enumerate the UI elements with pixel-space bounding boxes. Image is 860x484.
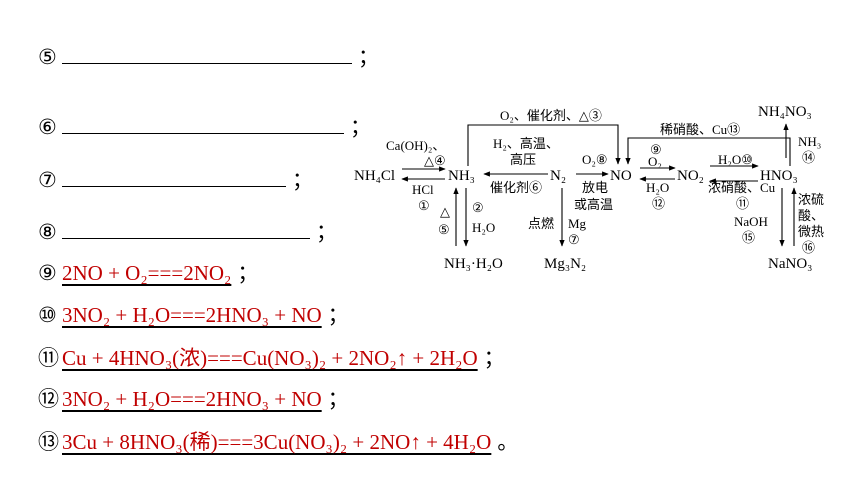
punctuation: ； — [327, 303, 349, 327]
label-circle-15: ⑮ — [742, 230, 755, 245]
label-circle-12: ⑫ — [652, 196, 665, 211]
node-nano3: NaNO₃ — [768, 256, 812, 272]
label-circle-1: ① — [418, 198, 430, 213]
punctuation: ； — [358, 45, 379, 69]
equation-text: 3NO₂ + H₂O===2HNO₃ + NO — [62, 303, 322, 327]
item-number: ⑤ — [38, 45, 57, 69]
label-o2: O₂ — [648, 154, 662, 169]
answer-blank[interactable] — [62, 218, 310, 239]
node-hno3: HNO₃ — [760, 168, 798, 184]
node-nh3: NH₃ — [448, 168, 475, 184]
label-circle-14: ⑭ — [802, 150, 815, 165]
label-delta-5: △ — [440, 204, 450, 219]
label-conc-h2so4-3: 微热 — [798, 224, 824, 239]
item-number: ⑥ — [38, 115, 57, 139]
punctuation: ； — [292, 168, 313, 192]
label-circle-5: ⑤ — [438, 222, 450, 237]
label-h2o-12: H₂O — [646, 180, 669, 195]
node-nh4cl: NH₄Cl — [354, 168, 395, 184]
node-nh4no3: NH₄NO₃ — [758, 104, 812, 120]
answer-blank[interactable] — [62, 43, 352, 64]
label-naoh: NaOH — [734, 214, 768, 229]
label-delta-4: △④ — [424, 153, 446, 168]
item-number: ⑬ — [38, 430, 59, 454]
item-number: ⑧ — [38, 220, 57, 244]
label-circle-7: ⑦ — [568, 232, 580, 247]
label-circle-2: ② — [472, 200, 484, 215]
punctuation: ； — [483, 346, 505, 370]
label-catalyst-6: 催化剂⑥ — [490, 180, 542, 195]
arrow-hno3-to-no — [625, 137, 791, 166]
label-nh3-14: NH₃ — [798, 134, 821, 149]
punctuation: ； — [327, 387, 349, 411]
node-mg3n2: Mg₃N₂ — [544, 256, 586, 272]
punctuation: 。 — [497, 430, 519, 454]
nitrogen-conversion-diagram: NH₄Cl NH₃ N₂ NO NO₂ HNO₃ NH₃·H₂O Mg₃N₂ N… — [354, 104, 824, 272]
node-n2: N₂ — [550, 168, 566, 184]
node-no: NO — [610, 168, 632, 184]
label-caoh2: Ca(OH)₂、 — [386, 138, 445, 153]
label-ignite: 点燃 — [528, 216, 554, 231]
item-number: ⑩ — [38, 303, 57, 327]
label-dilute-hno3-cu: 稀硝酸、Cu⑬ — [660, 122, 740, 137]
item-number: ⑪ — [38, 346, 59, 370]
label-h2o-10: H₂O⑩ — [718, 152, 753, 167]
label-conc-hno3-cu: 浓硝酸、Cu — [708, 180, 776, 195]
label-conc-h2so4-1: 浓硫 — [798, 192, 824, 207]
blank-line-6: ⑥； — [38, 112, 371, 142]
label-high-pressure: 高压 — [510, 152, 536, 167]
label-h2-hightemp: H₂、高温、 — [493, 136, 559, 151]
label-mg: Mg — [568, 216, 587, 231]
equation-text: Cu + 4HNO₃(浓)===Cu(NO₃)₂ + 2NO₂↑ + 2H₂O — [62, 346, 478, 370]
blank-line-8: ⑧； — [38, 217, 337, 247]
label-or-hightemp: 或高温 — [574, 197, 613, 212]
item-number: ⑨ — [38, 261, 57, 285]
label-discharge: 放电 — [582, 180, 608, 195]
blank-line-5: ⑤； — [38, 42, 379, 72]
answer-blank[interactable] — [62, 166, 286, 187]
label-h2o-2: H₂O — [472, 220, 495, 235]
punctuation: ； — [350, 115, 371, 139]
item-number: ⑫ — [38, 387, 59, 411]
label-circle-16: ⑯ — [802, 240, 815, 255]
blank-line-7: ⑦； — [38, 165, 313, 195]
equation-text: 2NO + O₂===2NO₂ — [62, 261, 232, 285]
equation-text: 3Cu + 8HNO₃(稀)===3Cu(NO₃)₂ + 2NO↑ + 4H₂O — [62, 430, 492, 454]
item-number: ⑦ — [38, 168, 57, 192]
node-no2: NO₂ — [677, 168, 704, 184]
punctuation: ； — [316, 220, 337, 244]
label-o2-catalyst: O₂、催化剂、△③ — [500, 108, 602, 123]
label-hcl: HCl — [412, 182, 434, 197]
label-o2-8: O₂⑧ — [582, 152, 608, 167]
node-nh3h2o: NH₃·H₂O — [444, 256, 503, 272]
label-circle-11: ⑪ — [736, 196, 749, 211]
equation-text: 3NO₂ + H₂O===2HNO₃ + NO — [62, 387, 322, 411]
label-conc-h2so4-2: 酸、 — [798, 208, 824, 223]
arrow-nh3-to-no — [467, 124, 621, 166]
punctuation: ； — [237, 261, 259, 285]
answer-blank[interactable] — [62, 113, 344, 134]
label-circle-9: ⑨ — [650, 142, 662, 157]
